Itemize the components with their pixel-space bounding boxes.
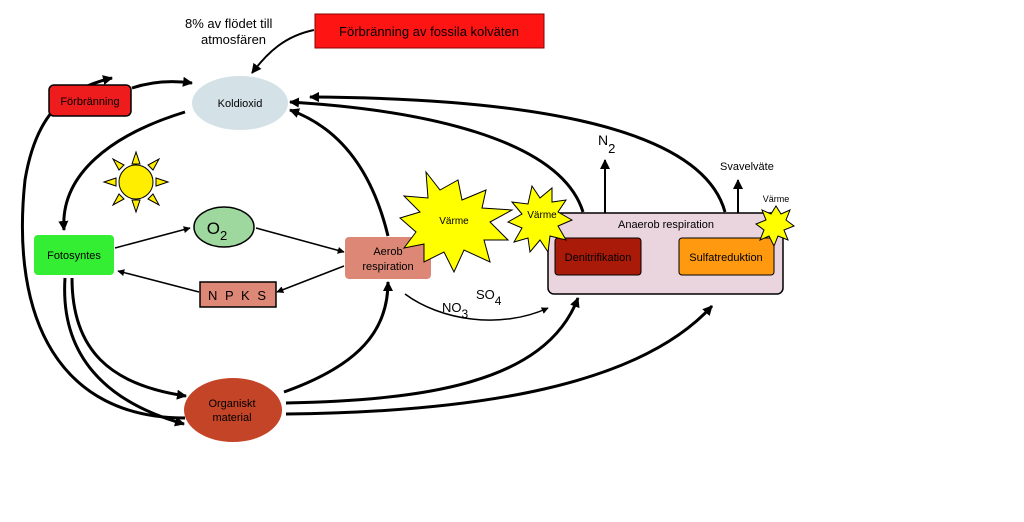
arrow-fotosyntes-to-o2: [114, 226, 191, 249]
arrow-forbranning-to-co2: [131, 76, 193, 90]
anaerob-label: Anaerob respiration: [618, 219, 714, 231]
aerob-box: [345, 237, 431, 279]
forbranning-label: Förbränning: [60, 96, 119, 108]
fossil-combustion-box: [314, 13, 545, 49]
fossil-combustion-label: Förbränning av fossila kolväten: [339, 24, 519, 39]
organiskt-node: [184, 378, 282, 442]
arrow-organiskt-to-sulfatreduktion: [285, 304, 714, 416]
npks-label: N P K S: [208, 288, 268, 303]
sulfatreduktion-box: [678, 237, 775, 276]
arrow-fotosyntes-to-organiskt: [70, 277, 187, 400]
denitrifikation-label: Denitrifikation: [565, 252, 632, 264]
no3-main: NO: [442, 300, 462, 315]
varme-label-medium: Värme: [527, 210, 557, 221]
arrow-nitrate-to-anaerob: [404, 293, 549, 321]
npks-box: [199, 281, 277, 308]
koldioxid-node: [192, 76, 288, 130]
arrow-co2-to-fotosyntes: [58, 110, 186, 231]
arrow-npks-to-fotosyntes: [117, 269, 200, 293]
n2-label: N2: [598, 132, 615, 156]
so4-label: SO4: [476, 287, 502, 308]
arrow-aerob-to-co2: [289, 108, 390, 237]
n2-main: N: [598, 132, 608, 148]
arrow-organiskt-to-denitrifikation: [285, 297, 580, 405]
varme-label-small: Värme: [763, 194, 790, 204]
organiskt-label-line1: Organiskt: [208, 398, 255, 410]
fotosyntes-box: [34, 235, 114, 275]
sun-icon: [102, 150, 170, 214]
fotosyntes-label: Fotosyntes: [47, 250, 101, 262]
aerob-label-line2: respiration: [362, 261, 413, 273]
svavelvate-label: Svavelväte: [720, 161, 774, 173]
arrows: [20, 29, 743, 427]
varme-burst-large: Värme: [398, 170, 514, 274]
arrow-organiskt-to-aerob: [283, 281, 393, 394]
o2-node: [193, 206, 255, 248]
o2-label: O2: [207, 219, 227, 243]
o2-main: O: [207, 219, 220, 238]
arrow-denitrifikation-to-co2: [289, 97, 585, 213]
arrow-sulfatreduktion-to-co2: [309, 92, 727, 213]
fossil-note-line1: 8% av flödet till: [185, 16, 273, 31]
sulfatreduktion-label: Sulfatreduktion: [689, 252, 762, 264]
varme-burst-medium: Värme: [506, 184, 574, 254]
forbranning-box: [48, 84, 132, 117]
arrow-fotosyntes-to-organiskt-2: [63, 277, 185, 427]
denitrifikation-box: [554, 237, 642, 276]
so4-main: SO: [476, 287, 495, 302]
fossil-note-line2: atmosfären: [201, 32, 266, 47]
varme-label-large: Värme: [439, 216, 469, 227]
so4-sub: 4: [495, 294, 502, 308]
o2-sub: 2: [220, 228, 227, 243]
koldioxid-label: Koldioxid: [218, 98, 263, 110]
arrow-aerob-to-npks: [276, 265, 345, 293]
varme-burst-small: [754, 205, 796, 248]
no3-label: NO3: [442, 300, 469, 321]
aerob-label-line1: Aerob: [373, 246, 402, 258]
organiskt-label-line2: material: [212, 412, 251, 424]
arrow-o2-to-aerob: [255, 227, 345, 254]
arrow-fossil-to-co2: [251, 29, 315, 74]
n2-sub: 2: [608, 141, 615, 156]
no3-sub: 3: [462, 307, 469, 321]
